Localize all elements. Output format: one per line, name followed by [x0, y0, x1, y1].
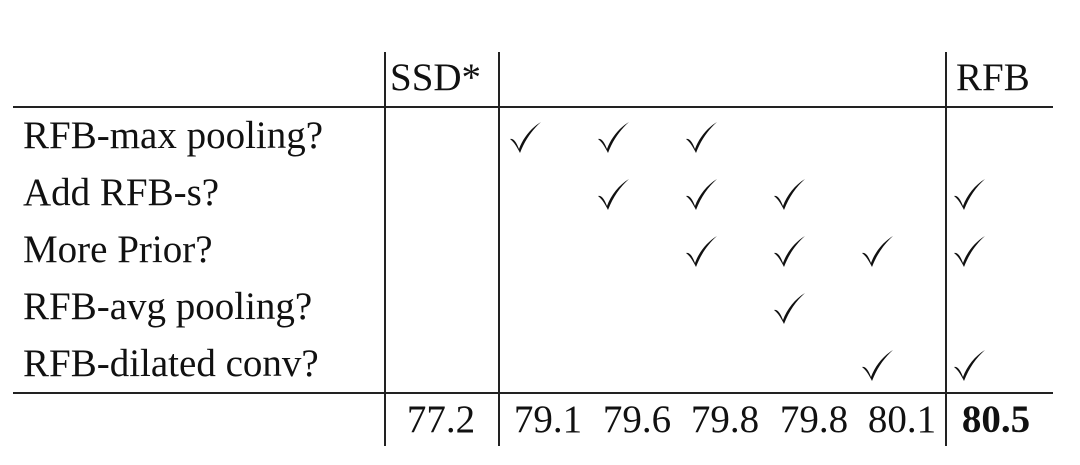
check-mark-icon	[595, 119, 631, 155]
row-label-max-pooling: RFB-max pooling?	[23, 114, 324, 157]
check-mark-icon	[951, 233, 987, 269]
check-mark-icon	[771, 176, 807, 212]
results-rule	[13, 392, 1053, 394]
result-config-2: 79.6	[602, 398, 672, 441]
result-config-5: 80.1	[867, 398, 937, 441]
baseline-column-rule	[498, 52, 500, 446]
header-rfb: RFB	[956, 56, 1030, 99]
check-mark-icon	[683, 233, 719, 269]
header-rule	[13, 106, 1053, 108]
final-column-rule	[945, 52, 947, 446]
check-mark-icon	[683, 176, 719, 212]
row-label-add-rfb-s: Add RFB-s?	[23, 171, 220, 214]
result-config-3: 79.8	[690, 398, 760, 441]
check-mark-icon	[507, 119, 543, 155]
row-label-dilated-conv: RFB-dilated conv?	[23, 342, 319, 385]
label-column-rule	[384, 52, 386, 446]
row-label-more-prior: More Prior?	[23, 228, 213, 271]
header-ssd: SSD*	[390, 56, 482, 99]
check-mark-icon	[951, 347, 987, 383]
check-mark-icon	[683, 119, 719, 155]
result-config-4: 79.8	[779, 398, 849, 441]
check-mark-icon	[859, 233, 895, 269]
ablation-table: SSD* RFB RFB-max pooling? Add RFB-s? Mor…	[13, 52, 1053, 448]
check-mark-icon	[951, 176, 987, 212]
result-ssd: 77.2	[406, 398, 476, 441]
row-label-avg-pooling: RFB-avg pooling?	[23, 285, 313, 328]
check-mark-icon	[771, 233, 807, 269]
check-mark-icon	[859, 347, 895, 383]
check-mark-icon	[595, 176, 631, 212]
result-rfb: 80.5	[961, 398, 1031, 441]
result-config-1: 79.1	[513, 398, 583, 441]
check-mark-icon	[771, 290, 807, 326]
